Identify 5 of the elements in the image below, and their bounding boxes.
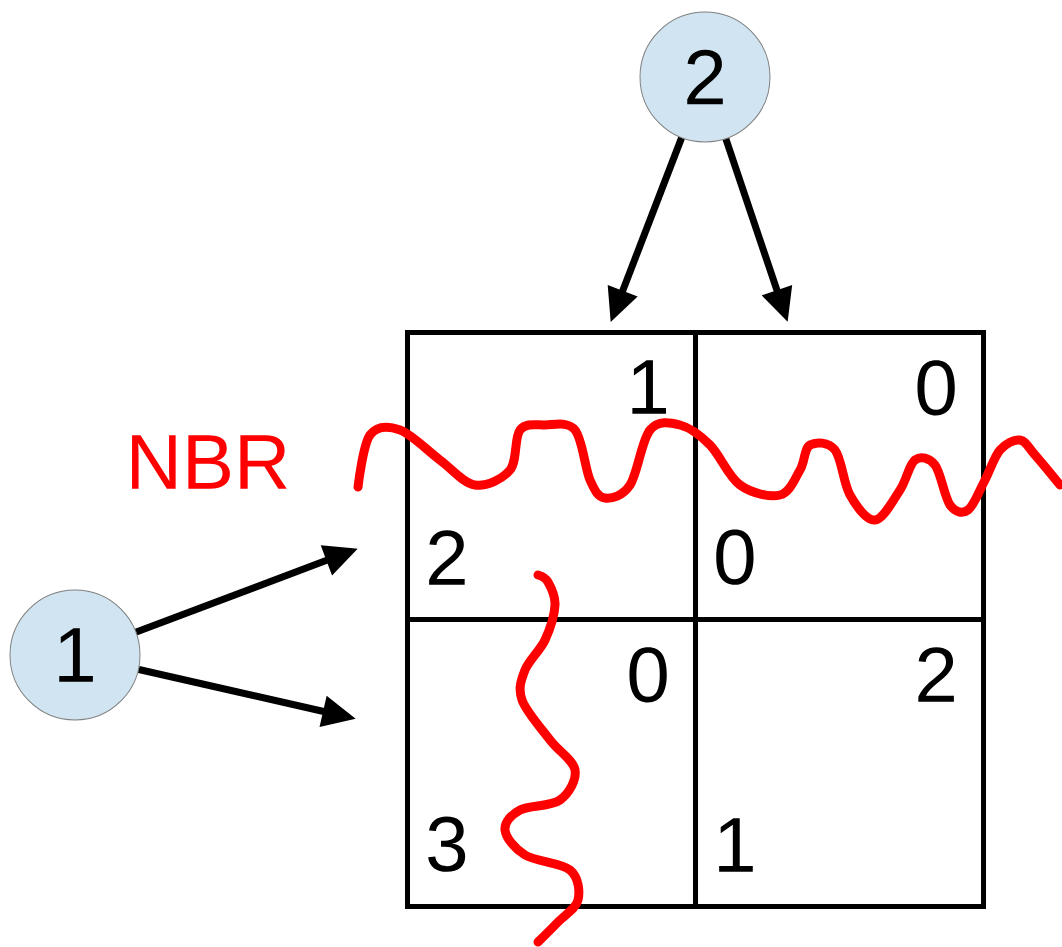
payoff-cell: 1 2 <box>405 330 698 622</box>
curve-label: NBR <box>132 435 287 489</box>
payoff-cell: 2 1 <box>693 617 986 909</box>
payoff-cell: 0 0 <box>693 330 986 622</box>
payoff-cell: 0 3 <box>405 617 698 909</box>
